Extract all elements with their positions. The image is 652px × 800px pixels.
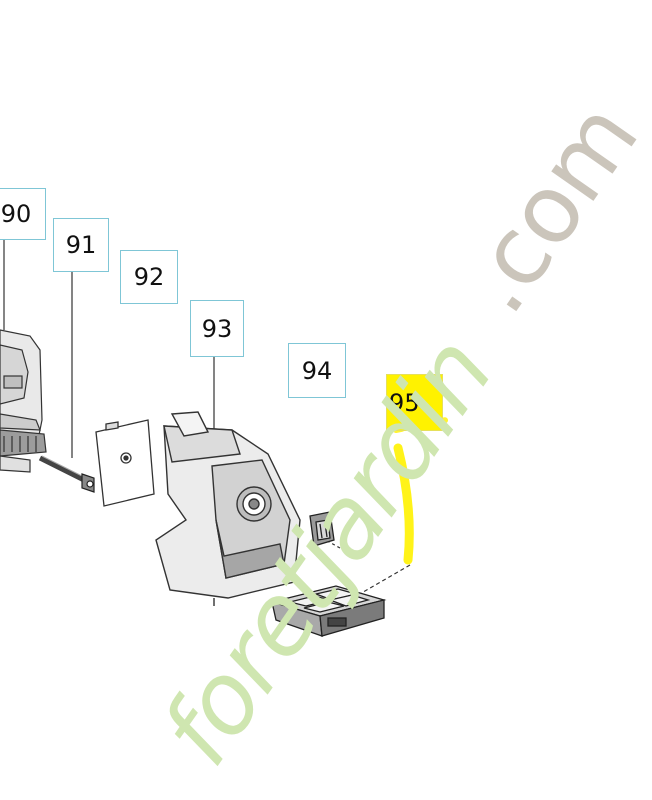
callout-90: 90 (0, 188, 46, 240)
drawer-tray-icon (269, 585, 387, 637)
callout-92: 92 (120, 250, 178, 304)
gasket-plate-icon (95, 419, 155, 507)
callout-91: 91 (53, 218, 109, 272)
callout-93: 93 (190, 300, 244, 357)
leader-line-95 (357, 564, 411, 596)
bolt-icon (38, 455, 95, 493)
callout-95: 95 (386, 374, 443, 431)
knob-icon (309, 511, 335, 547)
highlight-bracket-icon (393, 443, 414, 565)
callout-94: 94 (288, 343, 346, 398)
housing-cover-icon (155, 411, 301, 606)
engine-block-icon (0, 329, 47, 473)
